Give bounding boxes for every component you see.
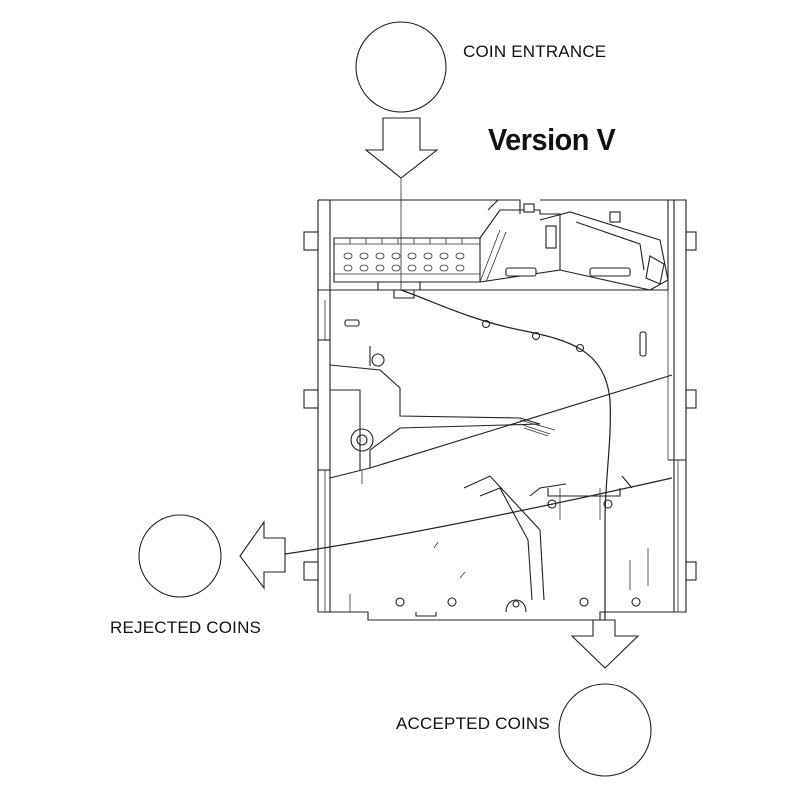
accepted-coins-label: ACCEPTED COINS (396, 714, 552, 734)
entrance-arrow (364, 117, 439, 179)
reject-path (284, 477, 673, 555)
solenoid-assembly (479, 199, 669, 291)
version-title: Version V (488, 122, 616, 157)
sensor-block (333, 237, 481, 299)
mechanism-body (303, 199, 697, 621)
reject-rail (369, 374, 673, 469)
coin-path-curve (400, 289, 611, 621)
accepted-coin-circle (558, 683, 652, 777)
accepted-arrow (570, 619, 640, 669)
rejected-coins-label: REJECTED COINS (110, 618, 262, 637)
coin-entrance-circle (355, 21, 447, 113)
bottom-holes (349, 594, 641, 617)
deflector-gate (329, 364, 556, 484)
accept-chute (433, 475, 649, 601)
guide-pins (344, 319, 647, 367)
rejected-arrow (239, 520, 286, 590)
rejected-coin-circle (138, 514, 222, 598)
coin-entrance-label: COIN ENTRANCE (463, 42, 607, 61)
